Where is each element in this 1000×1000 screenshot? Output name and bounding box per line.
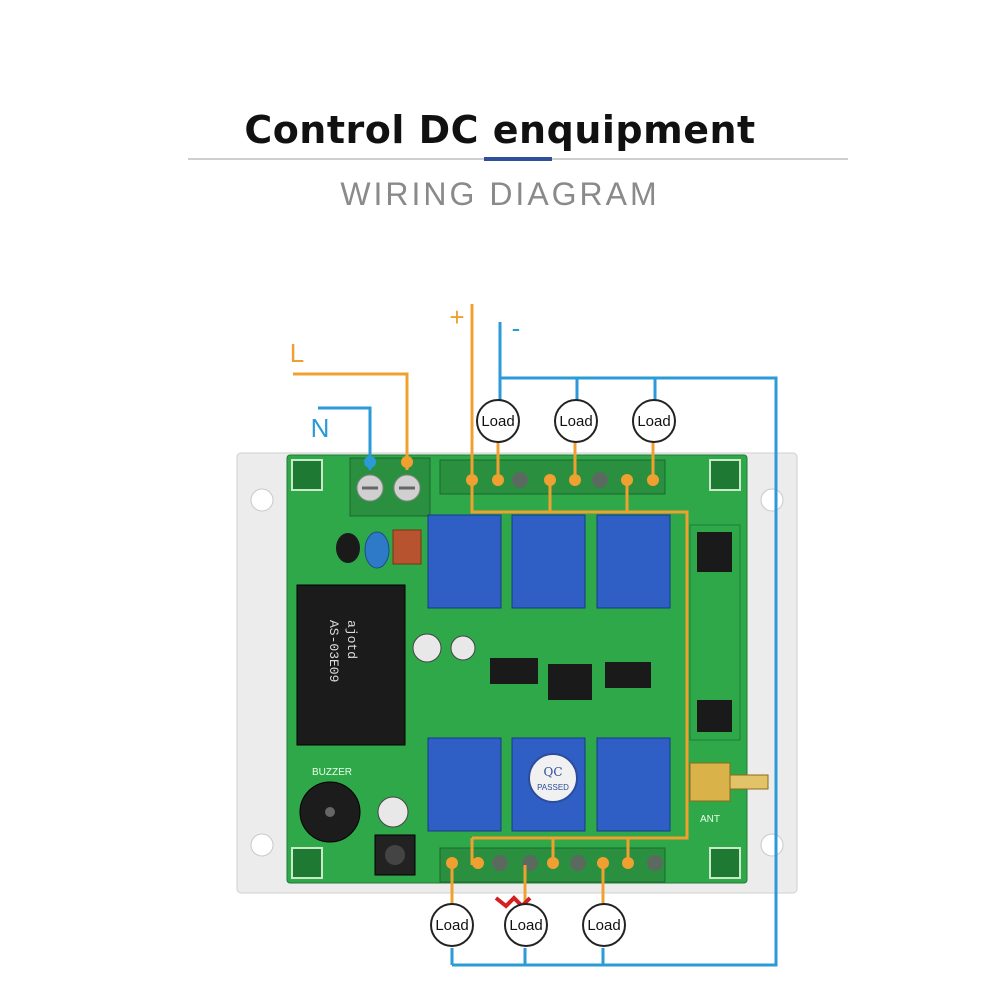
mount-hole [250,833,274,857]
mount-hole [760,488,784,512]
antenna-connector-icon [689,762,731,802]
relay-icon [596,737,671,832]
qc-text: QC [543,765,562,779]
wire-line-l [293,372,409,470]
qc-passed-text: PASSED [537,783,569,792]
svg-text:Load: Load [481,413,514,430]
diagram-subtitle: WIRING DIAGRAM [340,176,660,212]
top-terminal-screws [512,472,608,488]
svg-text:Load: Load [435,917,468,934]
svg-text:Load: Load [587,917,620,934]
label-line-l: L [290,338,304,368]
buzzer-label: BUZZER [312,767,352,778]
wire-neutral-n [318,406,372,470]
electrolytic-capacitor-icon [377,796,409,828]
ic-chip [548,664,592,700]
load-bottom-3: Load [582,903,626,947]
svg-text:Load: Load [509,917,542,934]
transistor-icon [336,533,360,563]
mount-hole [250,488,274,512]
bottom-terminal-screws [492,855,663,871]
relay-row-bottom [427,737,671,832]
title-accent-bar [484,157,552,161]
power-module: ajotd AS-03E09 [296,584,406,746]
svg-text:Load: Load [559,413,592,430]
relay-icon [427,514,502,609]
ic-chip [490,658,538,684]
capacitor-icon [364,531,390,569]
label-minus: - [512,313,521,343]
power-terminal-block [349,457,431,517]
svg-text:Load: Load [637,413,670,430]
corner-pads [291,459,741,879]
relay-row-top [427,514,671,609]
label-neutral-n: N [311,413,330,443]
qc-sticker [528,753,578,803]
module-brand-text: ajotd [344,620,359,659]
load-bottom-2: Load [504,903,548,947]
relay-icon [511,514,586,609]
electrolytic-capacitor-icon [412,633,442,663]
load-top-3: Load [632,399,676,443]
relay-icon [427,737,502,832]
wire-positive-bus [470,304,689,840]
fuse-icon [392,529,422,565]
antenna-label: ANT [700,814,720,825]
terminal-contacts [446,474,659,869]
mount-hole [760,833,784,857]
load-bottom-1: Load [430,903,474,947]
ic-chip [605,662,651,688]
label-plus: + [449,302,464,332]
load-top-1: Load [476,399,520,443]
relay-icon [596,514,671,609]
wire-negative-bus [452,322,778,967]
load-top-2: Load [554,399,598,443]
diagram-title: Control DC enquipment [244,108,756,152]
module-model-text: AS-03E09 [326,620,341,682]
electrolytic-capacitor-icon [450,635,476,661]
